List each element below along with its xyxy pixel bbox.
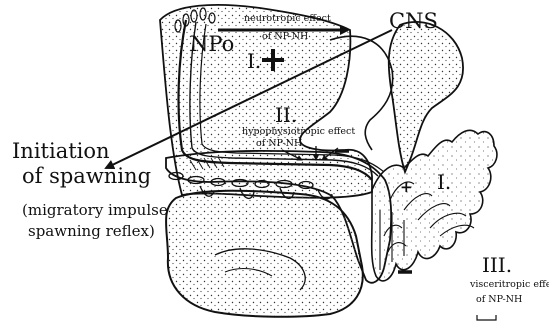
visceritropic-label-line1: visceritropic effect	[470, 280, 549, 290]
hypophysiotropic-label-line2: of NP-NH	[256, 139, 302, 149]
plus-right-label: +	[400, 180, 413, 195]
hypophysiotropic-label-line1: hypophysiotropic effect	[242, 127, 355, 137]
neurotropic-effect-label-line2: of NP-NH	[262, 32, 308, 42]
region-two-label: II.	[275, 105, 297, 125]
region-three-label: III.	[482, 255, 512, 275]
neurotropic-effect-label-line1: neurotropic effect	[244, 14, 331, 24]
visceritropic-label-line2: of NP-NH	[476, 295, 522, 305]
scale-bar	[477, 315, 496, 320]
pars-intermedia	[372, 130, 497, 281]
initiation-label-line1: Initiation	[12, 141, 110, 162]
migratory-label-line2: spawning reflex)	[28, 224, 155, 239]
migratory-label-line1: (migratory impulse	[22, 203, 168, 218]
initiation-label-line2: of spawning	[22, 166, 151, 187]
cns-label: CNS	[389, 11, 438, 32]
adenohypophysis	[166, 191, 363, 317]
region-one-top-label: I.	[247, 51, 261, 71]
region-one-right-label: I.	[437, 172, 451, 192]
npo-label: NPo	[190, 34, 234, 55]
